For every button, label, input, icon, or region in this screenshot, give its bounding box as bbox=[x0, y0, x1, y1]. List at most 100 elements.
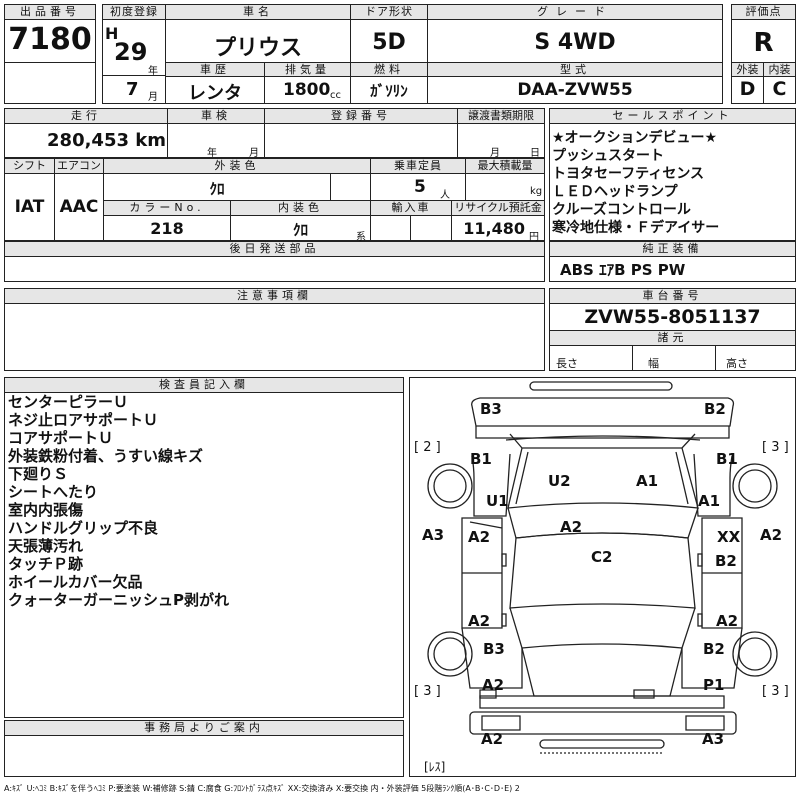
mileage-value: 280,453 km bbox=[47, 130, 166, 151]
inspector-item: 下廻りＳ bbox=[8, 465, 69, 483]
car-outline bbox=[427, 381, 778, 754]
later-parts-cell bbox=[4, 256, 545, 282]
inspector-item: クォーターガーニッシュP剥がれ bbox=[8, 591, 229, 609]
damage-mark: B2 bbox=[715, 552, 737, 570]
shift-label: シフト bbox=[4, 158, 55, 174]
damage-mark: B2 bbox=[703, 640, 725, 658]
transfer-cell bbox=[457, 123, 545, 158]
sales-item: ★オークションデビュー★ bbox=[552, 130, 718, 146]
inspector-list: センターピラーＵ ネジ止ロアサポートＵ コアサポートＵ 外装鉄粉付着、うすい線キ… bbox=[8, 393, 400, 609]
recycle-cell bbox=[451, 215, 545, 241]
office-cell bbox=[4, 735, 404, 777]
interior-value: ｸﾛ bbox=[292, 221, 308, 239]
later-parts-label: 後日発送部品 bbox=[4, 241, 545, 257]
color-cell-2 bbox=[330, 173, 371, 201]
damage-diagram: B3 B2 [ 2 ] [ 3 ] B1 B1 U2 A1 U1 A1 A2 A… bbox=[409, 377, 796, 777]
damage-mark: A2 bbox=[482, 676, 505, 694]
era: H bbox=[105, 24, 119, 43]
notes-cell bbox=[4, 303, 545, 371]
recycle-unit: 円 bbox=[529, 232, 539, 243]
int-value: C bbox=[772, 78, 787, 100]
grade-cell bbox=[427, 19, 723, 63]
year-unit: 年 bbox=[148, 66, 158, 77]
spec-width-cell bbox=[632, 345, 716, 371]
lot-label: 出品番号 bbox=[4, 4, 96, 20]
ext-label: 外装 bbox=[731, 62, 764, 77]
inspector-cell bbox=[4, 392, 404, 718]
sales-list: ★オークションデビュー★ プッシュスタート トヨタセーフティセンス ＬＥＤヘッド… bbox=[552, 129, 794, 237]
month-cell bbox=[102, 75, 166, 104]
displacement-value: 1800 bbox=[283, 80, 331, 100]
shift-value: IAT bbox=[14, 197, 45, 217]
ext-cell bbox=[731, 76, 764, 104]
spec-height: 高さ bbox=[726, 357, 748, 370]
reg-cell bbox=[264, 123, 458, 158]
shift-cell bbox=[4, 173, 55, 241]
interior-cell bbox=[230, 215, 371, 241]
reg-label: 登録番号 bbox=[264, 108, 458, 124]
mileage-label: 走行 bbox=[4, 108, 168, 124]
sales-item: ＬＥＤヘッドランプ bbox=[552, 184, 678, 200]
model-value: DAA-ZVW55 bbox=[517, 80, 633, 100]
interior-unit: 系 bbox=[356, 232, 366, 243]
doors-cell bbox=[350, 19, 428, 63]
color-label: 外装色 bbox=[103, 158, 371, 174]
damage-mark: A1 bbox=[698, 492, 721, 510]
inspection-cell bbox=[167, 123, 265, 158]
diagram-tag: [ 3 ] bbox=[414, 684, 441, 699]
name-label: 車名 bbox=[165, 4, 351, 20]
inspection-year-unit: 年 bbox=[207, 148, 217, 159]
diagram-tag: [ 2 ] bbox=[414, 440, 441, 455]
damage-mark: A2 bbox=[716, 612, 739, 630]
doors-label: ドア形状 bbox=[350, 4, 428, 20]
inspector-item: 室内内張傷 bbox=[8, 501, 84, 519]
spec-width: 幅 bbox=[648, 357, 659, 370]
fuel-value: ｶﾞｿﾘﾝ bbox=[370, 82, 408, 100]
genuine-label: 純正装備 bbox=[549, 241, 796, 257]
damage-mark: XX bbox=[717, 528, 741, 546]
name-cell bbox=[165, 19, 351, 63]
damage-mark: P1 bbox=[703, 676, 725, 694]
damage-mark: A2 bbox=[760, 526, 783, 544]
genuine-value: ABS ｴｱB PS PW bbox=[560, 261, 686, 279]
capacity-value: 5 bbox=[414, 177, 426, 197]
fuel-cell bbox=[350, 76, 428, 104]
damage-mark: B3 bbox=[483, 640, 505, 658]
fuel-label: 燃料 bbox=[350, 62, 428, 77]
colorno-value: 218 bbox=[150, 219, 184, 238]
interior-label: 内装色 bbox=[230, 200, 371, 216]
colorno-label: カラーNo. bbox=[103, 200, 231, 216]
history-value: レンタ bbox=[188, 83, 242, 104]
transfer-label: 譲渡書類期限 bbox=[457, 108, 545, 124]
sales-item: クルーズコントロール bbox=[552, 202, 691, 218]
inspection-month-unit: 月 bbox=[249, 148, 259, 159]
inspector-item: 外装鉄粉付着、うすい線キズ bbox=[8, 447, 204, 465]
history-label: 車歴 bbox=[165, 62, 265, 77]
import-label: 輸入車 bbox=[370, 200, 452, 216]
damage-mark: A3 bbox=[422, 526, 445, 544]
int-cell bbox=[763, 76, 796, 104]
inspector-item: センターピラーＵ bbox=[8, 393, 129, 411]
load-label: 最大積載量 bbox=[465, 158, 545, 174]
ac-value: AAC bbox=[59, 197, 99, 217]
score-cell bbox=[731, 19, 796, 63]
spec-height-cell bbox=[715, 345, 796, 371]
recycle-label: リサイクル預託金 bbox=[451, 200, 545, 216]
damage-mark: C2 bbox=[591, 548, 613, 566]
chassis-value: ZVW55-8051137 bbox=[584, 306, 761, 328]
notes-label: 注意事項欄 bbox=[4, 288, 545, 304]
import-cell bbox=[370, 215, 411, 241]
inspector-item: ネジ止ロアサポートＵ bbox=[8, 411, 159, 429]
spec-label: 諸元 bbox=[549, 330, 796, 346]
recycle-value: 11,480 bbox=[463, 219, 525, 238]
diagram-tag: [ 3 ] bbox=[762, 684, 789, 699]
sales-item: プッシュスタート bbox=[552, 148, 664, 164]
grade-label: グレード bbox=[427, 4, 723, 20]
inspector-item: ホイールカバー欠品 bbox=[8, 573, 143, 591]
load-unit: kg bbox=[530, 186, 543, 197]
damage-mark: A1 bbox=[636, 472, 659, 490]
model-label: 型式 bbox=[427, 62, 723, 77]
month-value: 7 bbox=[126, 79, 139, 100]
damage-mark: U2 bbox=[548, 472, 571, 490]
int-label: 内装 bbox=[763, 62, 796, 77]
